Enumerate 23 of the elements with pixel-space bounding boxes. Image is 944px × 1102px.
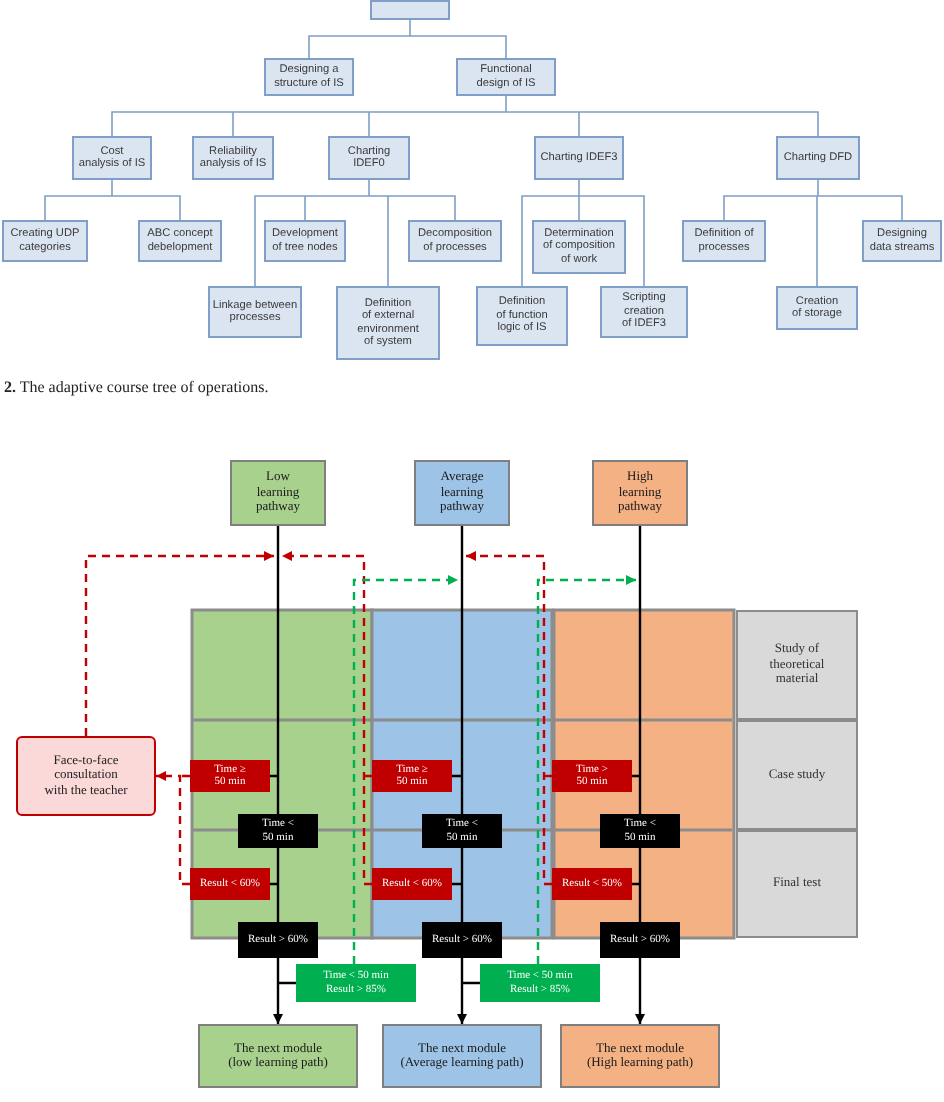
connector-line [268,524,280,816]
dashed-arrow [536,575,636,964]
connector-line [268,846,280,924]
connector-line [723,179,903,287]
figure-caption: 2. The adaptive course tree of operations. [4,378,269,396]
dashed-arrow [464,551,554,886]
dashed-arrow [280,551,374,886]
connector-line [44,179,181,221]
connector-line [450,524,464,816]
connector-line [111,95,819,137]
connector-line [521,179,645,287]
arrow [273,956,298,1026]
arrow [635,958,645,1024]
connector-line [450,846,464,924]
connector-line [308,19,507,59]
connector-line [254,179,456,287]
arrow [457,956,482,1026]
dashed-arrow [154,771,192,886]
process-box [370,0,450,20]
dashed-arrow [352,575,458,964]
dashed-arrow [84,551,274,736]
connector-line [630,846,642,924]
connector-line [630,524,642,816]
